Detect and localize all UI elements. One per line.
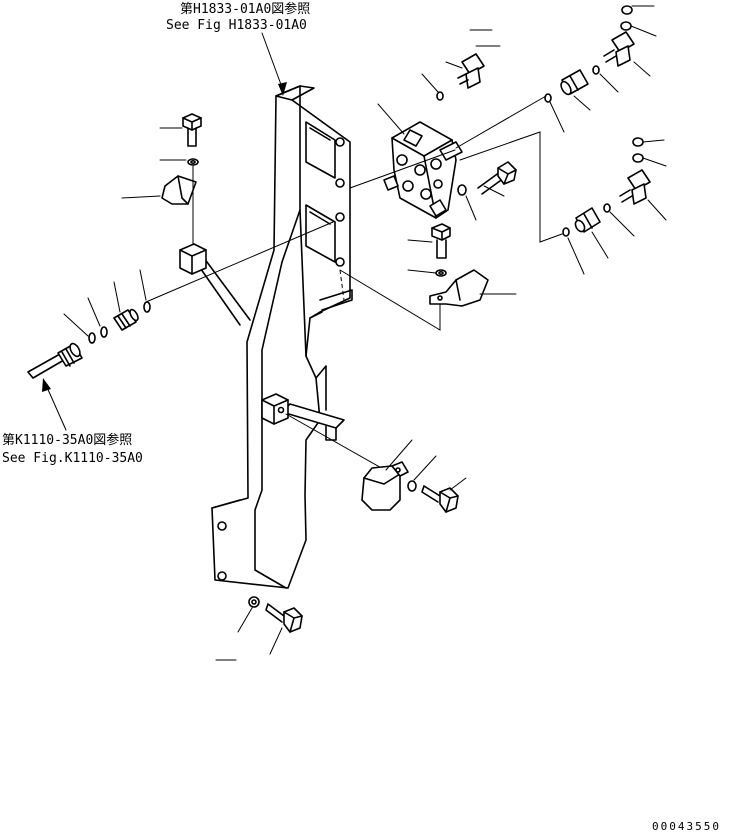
assembly-lines-right xyxy=(339,95,563,331)
sensor-far-left xyxy=(27,342,83,379)
assembly-line-left xyxy=(145,221,334,303)
left-reference-arrow xyxy=(42,378,67,431)
washer-valve xyxy=(457,184,467,196)
o-ring-right-lower-d xyxy=(562,227,570,237)
left-reference-en: See Fig.K1110-35A0 xyxy=(2,451,143,466)
o-ring-right-c xyxy=(544,93,552,103)
clip-left xyxy=(161,175,197,205)
connector-right-upper xyxy=(560,69,589,96)
valve-block xyxy=(383,121,463,219)
adapter-left xyxy=(113,308,139,331)
o-ring-right-mid xyxy=(592,65,600,75)
elbow-fitting-right-upper xyxy=(603,31,635,67)
o-ring-right-lower-c xyxy=(603,203,611,213)
washer-bottom xyxy=(248,596,260,608)
washer-mid xyxy=(435,269,447,277)
left-reference-jp: 第K1110-35A0図参照 xyxy=(2,432,132,448)
bolt-lower xyxy=(421,485,459,513)
nut-block-left xyxy=(179,243,207,275)
elbow-fitting-upper xyxy=(457,53,485,89)
connector-right-lower xyxy=(574,207,601,233)
support-strut xyxy=(195,257,251,326)
valve-mount-bolt xyxy=(477,161,517,195)
clamp-mid xyxy=(429,269,489,307)
o-ring-b xyxy=(100,326,108,338)
clamp-lower xyxy=(361,461,409,511)
top-reference-jp: 第H1833-01A0図参照 xyxy=(180,1,310,17)
bolt-bottom xyxy=(265,603,303,633)
top-reference-en: See Fig H1833-01A0 xyxy=(166,18,307,33)
o-ring-c xyxy=(143,301,151,313)
main-bracket xyxy=(211,85,353,589)
washer-lower xyxy=(407,480,417,492)
top-reference-arrow xyxy=(261,32,287,96)
o-ring-right-top-b xyxy=(620,21,632,31)
washer-upper-left xyxy=(187,158,199,166)
bolt-mid xyxy=(431,223,451,259)
leader-lines xyxy=(63,5,667,661)
o-ring-right-lower-b xyxy=(632,153,644,163)
bolt-upper-left xyxy=(182,113,202,147)
o-ring-right-top-a xyxy=(621,5,633,15)
o-ring-a xyxy=(88,332,96,344)
elbow-fitting-right-lower xyxy=(619,169,651,205)
drawing-code: 00043550 xyxy=(652,820,721,833)
assembly-line-lower xyxy=(285,413,393,475)
o-ring-upper xyxy=(436,91,444,101)
o-ring-right-lower-a xyxy=(632,137,644,147)
